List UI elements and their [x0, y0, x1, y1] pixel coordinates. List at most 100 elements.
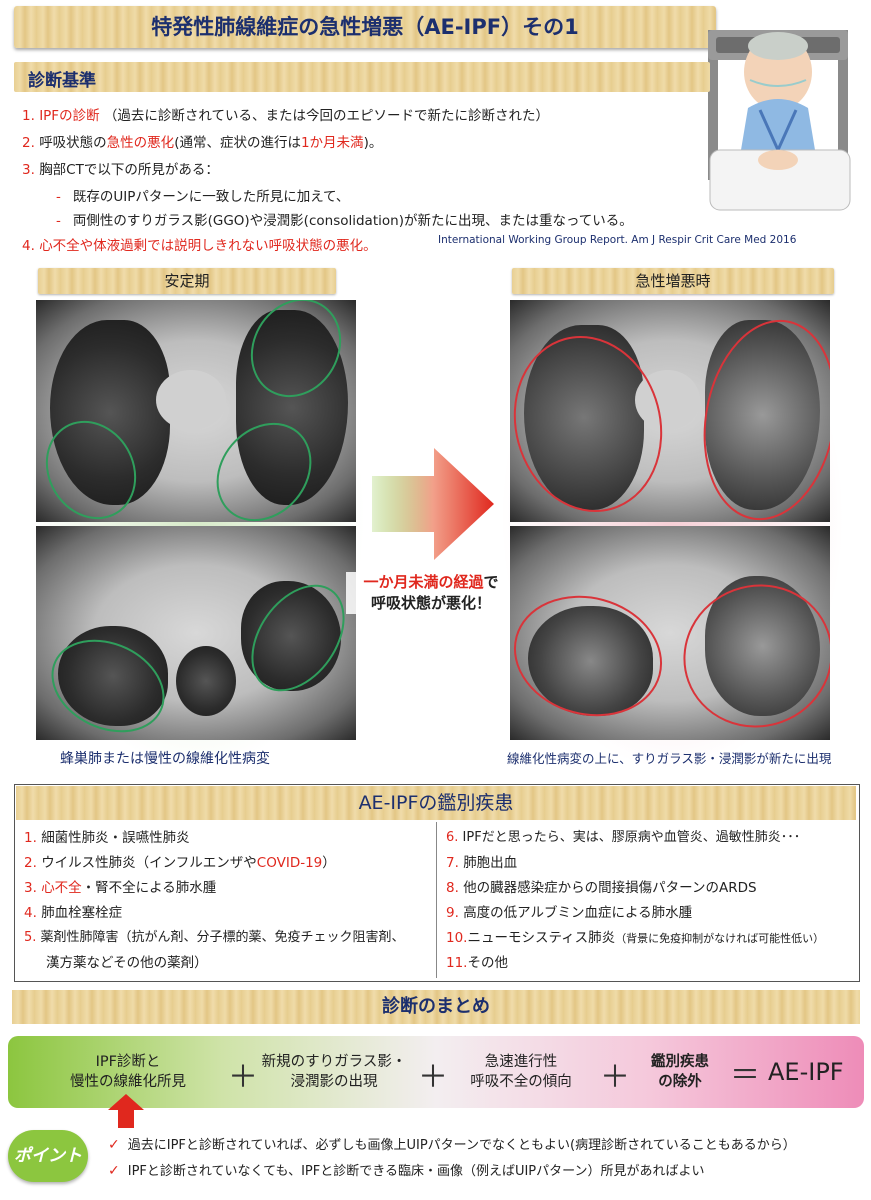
item-number: 10. [446, 930, 468, 946]
criterion-text: 呼吸状態の [39, 135, 107, 151]
point-line-1: ✓ 過去にIPFと診断されていれば、必ずしも画像上UIPパターンでなくともよい(病… [108, 1134, 796, 1153]
term-line: 急速進行性 [484, 1054, 558, 1070]
item-number: 1. [24, 830, 37, 846]
criterion-lead: 急性の悪化 [106, 135, 175, 151]
stable-caption: 蜂巣肺または慢性の線維化性病変 [60, 751, 270, 767]
differential-item: 4. 肺血栓塞栓症 [24, 901, 122, 921]
criterion-2: 2. 呼吸状態の急性の悪化(通常、症状の進行は1か月未満)。 [22, 131, 382, 151]
differential-item: 9. 高度の低アルブミン血症による肺水腫 [446, 901, 692, 921]
reference-citation: International Working Group Report. Am J… [438, 234, 797, 246]
differential-heading: AE-IPFの鑑別疾患 [16, 786, 856, 820]
item-number: 3. [24, 880, 37, 896]
ct-acute-upper [510, 300, 830, 522]
differential-item: 5. 薬剤性肺障害（抗がん剤、分子標的薬、免疫チェック阻害剤、 [24, 926, 405, 945]
criterion-3: 3. 胸部CTで以下の所見がある： [22, 158, 219, 178]
item-text: 薬剤性肺障害（抗がん剤、分子標的薬、免疫チェック阻害剤、 [40, 930, 405, 945]
criterion-number: 4. [22, 238, 35, 254]
item-text: IPFだと思ったら、実は、膠原病や血管炎、過敏性肺炎･･･ [462, 830, 801, 845]
differential-item: 8. 他の臓器感染症からの間接損傷パターンのARDS [446, 876, 757, 896]
item-number: 6. [446, 830, 459, 845]
criterion-number: 2. [22, 135, 35, 151]
criteria-heading-bar: 診断基準 [14, 62, 710, 92]
summary-formula: IPF診断と 慢性の線維化所見 ＋ 新規のすりガラス影・ 浸潤影の出現 ＋ 急速… [8, 1036, 864, 1108]
item-text: 肺血栓塞栓症 [41, 905, 123, 921]
item-number: 4. [24, 905, 37, 921]
check-icon: ✓ [108, 1163, 120, 1179]
sub-text: 両側性のすりガラス影(GGO)や浸潤影(consolidation)が新たに出現… [72, 213, 633, 229]
differential-item: 3. 心不全・腎不全による肺水腫 [24, 876, 216, 896]
progression-suffix: で [483, 573, 499, 591]
criterion-text: 胸部CTで以下の所見がある： [39, 162, 219, 178]
summary-heading: 診断のまとめ [12, 990, 860, 1024]
criterion-text: （過去に診断されている、または今回のエピソードで新たに診断された） [103, 108, 549, 124]
term-line: 新規のすりガラス影・ [261, 1054, 407, 1070]
progression-result: 呼吸状態が悪化！ [370, 594, 491, 612]
point-badge: ポイント [8, 1130, 88, 1182]
criteria-heading: 診断基準 [28, 71, 96, 91]
item-number: 9. [446, 905, 459, 921]
progression-text: 一か月未満の経過で 呼吸状態が悪化！ [346, 572, 516, 614]
equals-sign: ＝ [730, 1058, 760, 1093]
differential-right: 6. IPFだと思ったら、実は、膠原病や血管炎、過敏性肺炎･･･ 7. 肺胞出血… [446, 826, 854, 978]
differential-item-continued: 漢方薬などその他の薬剤） [46, 951, 208, 971]
item-text: その他 [467, 955, 508, 971]
term-line: の除外 [658, 1074, 702, 1090]
item-text: 肺胞出血 [463, 855, 518, 871]
item-text: ・腎不全による肺水腫 [81, 880, 217, 896]
item-number: 7. [446, 855, 459, 871]
differential-item: 11.その他 [446, 951, 508, 971]
sub-text: 既存のUIPパターンに一致した所見に加えて、 [72, 189, 350, 205]
term-line: 呼吸不全の傾向 [470, 1074, 572, 1090]
item-text: 他の臓器感染症からの間接損傷パターンのARDS [463, 880, 757, 896]
sub-dash: - [56, 189, 61, 205]
term-line: 浸潤影の出現 [290, 1074, 378, 1090]
term-line: 慢性の線維化所見 [70, 1074, 186, 1090]
item-number: 8. [446, 880, 459, 896]
term-ipf-chronic: IPF診断と 慢性の線維化所見 [38, 1052, 218, 1092]
acute-label: 急性増悪時 [512, 268, 834, 294]
item-text: 漢方薬などその他の薬剤） [46, 955, 208, 971]
up-arrow-icon [108, 1094, 144, 1128]
item-number: 2. [24, 855, 37, 871]
point-text: 過去にIPFと診断されていれば、必ずしも画像上UIPパターンでなくともよい(病理… [127, 1138, 796, 1153]
result-ae-ipf: AE-IPF [768, 1058, 844, 1086]
criterion-lead: IPFの診断 [39, 108, 100, 124]
item-number: 11. [446, 955, 468, 971]
criterion-3-sub-2: -両側性のすりガラス影(GGO)や浸潤影(consolidation)が新たに出… [56, 209, 633, 229]
criterion-text: )。 [363, 135, 383, 151]
term-new-ggo: 新規のすりガラス影・ 浸潤影の出現 [254, 1052, 414, 1092]
point-line-2: ✓IPFと診断されていなくても、IPFと診断できる臨床・画像（例えばUIPパター… [108, 1160, 705, 1179]
progression-duration: 一か月未満の経過 [363, 573, 484, 591]
differential-item: 2. ウイルス性肺炎（インフルエンザやCOVID-19） [24, 851, 336, 871]
acute-caption: 線維化性病変の上に、すりガラス影・浸潤影が新たに出現 [507, 751, 832, 766]
plus-sign: ＋ [418, 1060, 448, 1095]
page-title: 特発性肺線維症の急性増悪（AE-IPF）その1 [14, 6, 716, 48]
ct-acute-lower [510, 526, 830, 740]
item-highlight: COVID-19 [256, 855, 323, 871]
item-text: ウイルス性肺炎（インフルエンザや [41, 855, 257, 871]
criterion-4: 4. 心不全や体液過剰では説明しきれない呼吸状態の悪化。 [22, 234, 377, 254]
term-line: 鑑別疾患 [651, 1054, 709, 1070]
differential-item: 10.ニューモシスティス肺炎（背景に免疫抑制がなければ可能性低い） [446, 926, 824, 946]
item-text: ） [322, 855, 336, 871]
ct-stable-lower [36, 526, 356, 740]
check-icon: ✓ [108, 1137, 120, 1153]
differential-left: 1. 細菌性肺炎・誤嚥性肺炎 2. ウイルス性肺炎（インフルエンザやCOVID-… [24, 826, 432, 978]
item-note: （背景に免疫抑制がなければ可能性低い） [615, 932, 825, 945]
ct-stable-upper [36, 300, 356, 522]
plus-sign: ＋ [228, 1060, 258, 1095]
criterion-text: (通常、症状の進行は [174, 135, 301, 151]
plus-sign: ＋ [600, 1060, 630, 1095]
item-text: ニューモシスティス肺炎 [467, 930, 616, 946]
criterion-number: 1. [22, 108, 35, 124]
stable-label: 安定期 [38, 268, 336, 294]
criterion-number: 3. [22, 162, 35, 178]
item-text: 細菌性肺炎・誤嚥性肺炎 [41, 830, 190, 846]
criterion-1: 1. IPFの診断 （過去に診断されている、または今回のエピソードで新たに診断さ… [22, 104, 549, 124]
item-text: 高度の低アルブミン血症による肺水腫 [463, 905, 693, 921]
progression-arrow [372, 448, 494, 560]
term-rapid-progression: 急速進行性 呼吸不全の傾向 [446, 1052, 596, 1092]
item-number: 5. [24, 930, 37, 945]
term-exclusion: 鑑別疾患 の除外 [630, 1052, 730, 1092]
differential-divider [436, 822, 437, 978]
